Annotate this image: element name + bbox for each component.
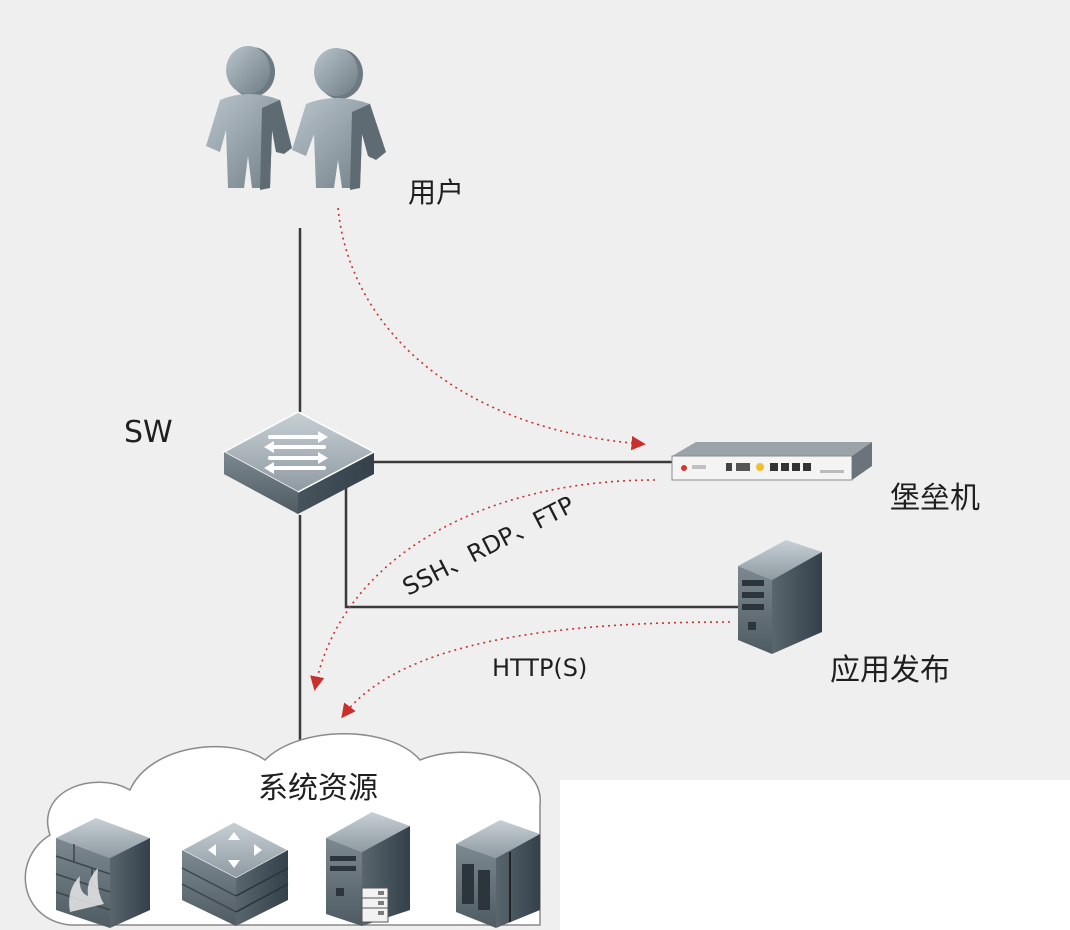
resources-label: 系统资源	[258, 771, 378, 806]
resources-cloud	[24, 733, 541, 926]
switch-icon	[222, 411, 376, 514]
bastion-label: 堡垒机	[890, 481, 980, 516]
switch-label: SW	[124, 415, 173, 450]
appserver-to-resources-flow	[341, 621, 731, 719]
server-icon	[326, 812, 410, 926]
storage-icon	[456, 820, 540, 928]
tower-server-icon	[738, 540, 822, 654]
router-icon	[180, 821, 290, 926]
app-publish-label: 应用发布	[830, 653, 950, 688]
users-icon	[206, 46, 386, 190]
user-label: 用户	[408, 176, 464, 209]
protocol-http-label: HTTP(S)	[492, 654, 587, 682]
storage-stack-icon	[361, 887, 389, 923]
switch-appserver-link	[344, 488, 738, 609]
firewall-icon	[55, 818, 150, 928]
bastion-to-resources-flow	[310, 479, 656, 691]
network-links	[298, 228, 738, 740]
user-to-bastion-flow	[337, 207, 646, 451]
access-flows	[310, 207, 731, 719]
diagram-background	[0, 0, 1070, 780]
bastion-appliance-icon	[671, 442, 872, 481]
